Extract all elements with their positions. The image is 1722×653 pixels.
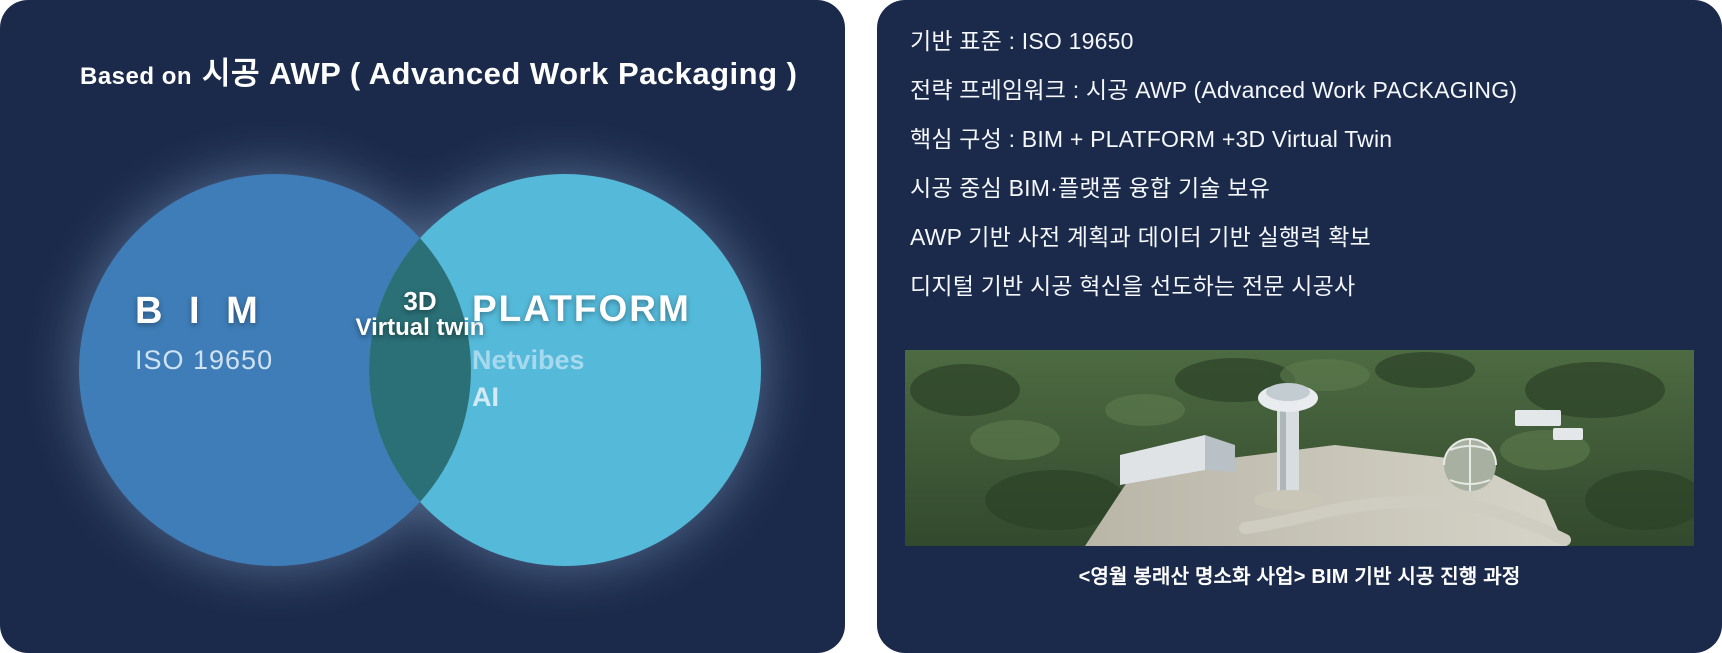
left-panel-title: Based on 시공 AWP ( Advanced Work Packaging…	[80, 48, 797, 93]
summary-line: 전략 프레임워크 : 시공 AWP (Advanced Work PACKAGI…	[910, 77, 1518, 103]
bim-label: B I M	[135, 290, 266, 332]
site-photo-svg	[905, 350, 1694, 546]
summary-panel: 기반 표준 : ISO 19650 전략 프레임워크 : 시공 AWP (Adv…	[877, 0, 1722, 653]
lattice-dome	[1443, 438, 1497, 491]
bim-sub-label: ISO 19650	[135, 345, 274, 375]
photo-caption: <영월 봉래산 명소화 사업> BIM 기반 시공 진행 과정	[1078, 566, 1521, 588]
title-main: 시공 AWP ( Advanced Work Packaging )	[202, 56, 798, 91]
platform-sub-ai: AI	[472, 382, 499, 412]
summary-line: 디지털 기반 시공 혁신을 선도하는 전문 시공사	[910, 273, 1356, 299]
overlap-line1: 3D	[403, 286, 437, 316]
venn-diagram: B I M ISO 19650 3D Virtual twin PLATFORM…	[40, 130, 800, 610]
title-prefix: Based on	[80, 63, 193, 90]
tree-highlights	[970, 359, 1590, 470]
outbuildings	[1515, 410, 1583, 440]
visitor-building	[1120, 435, 1235, 485]
awp-venn-panel: Based on 시공 AWP ( Advanced Work Packaging…	[0, 0, 845, 653]
observation-tower	[1254, 383, 1322, 510]
site-photo	[905, 350, 1694, 546]
summary-line: 핵심 구성 : BIM + PLATFORM +3D Virtual Twin	[910, 126, 1393, 152]
summary-lines: 기반 표준 : ISO 19650 전략 프레임워크 : 시공 AWP (Adv…	[910, 30, 1692, 324]
overlap-label: 3D Virtual twin	[325, 288, 515, 343]
summary-line: AWP 기반 사전 계획과 데이터 기반 실행력 확보	[910, 224, 1371, 250]
summary-line: 기반 표준 : ISO 19650	[910, 28, 1134, 54]
tree-texture	[910, 352, 1694, 530]
bim-circle	[79, 174, 471, 566]
access-road	[1239, 495, 1571, 546]
summary-line: 시공 중심 BIM·플랫폼 융합 기술 보유	[910, 175, 1270, 201]
venn-svg	[79, 174, 761, 566]
platform-label: PLATFORM	[472, 288, 691, 329]
overlap-line2: Virtual twin	[355, 314, 485, 341]
platform-circle	[369, 174, 761, 566]
platform-sub-netvibes: Netvibes	[472, 345, 585, 375]
